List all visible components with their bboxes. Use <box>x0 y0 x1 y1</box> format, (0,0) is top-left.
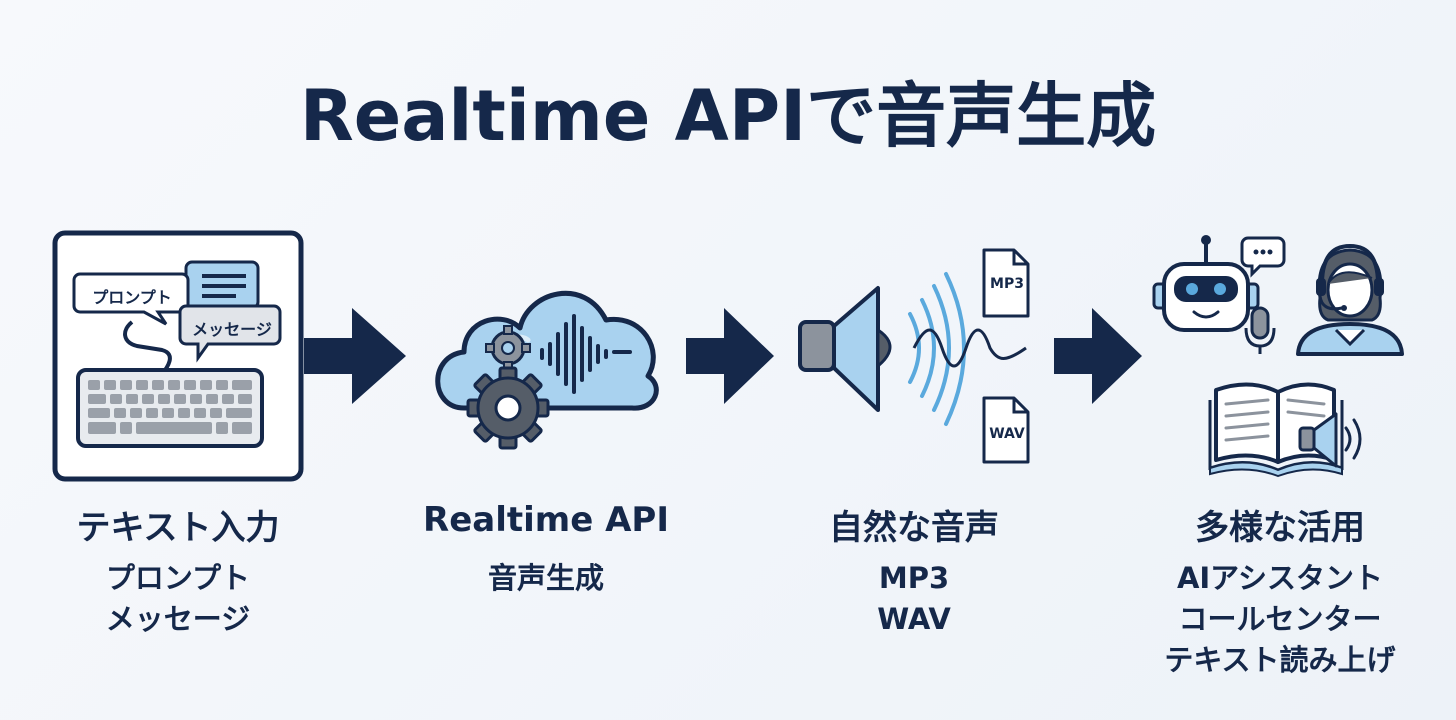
microphone-icon <box>1244 306 1276 354</box>
robot-icon <box>1152 235 1260 332</box>
step-1-line-2: メッセージ <box>105 602 251 636</box>
step-2-title: Realtime API <box>423 500 669 540</box>
step-3-line-1: MP3 <box>878 561 950 595</box>
bubble-prompt-text: プロンプト <box>92 288 172 307</box>
speaker-icon <box>1298 412 1362 468</box>
file-icon <box>982 248 1030 318</box>
use-cases-illustration <box>1152 235 1404 478</box>
step-1-line-1: プロンプト <box>105 561 251 595</box>
step-4-title: 多様な活用 <box>1195 508 1365 548</box>
waveform-icon <box>540 314 632 394</box>
text-input-illustration <box>52 230 304 482</box>
page-title: Realtime APIで音声生成 <box>299 75 1157 157</box>
step-3-line-2: WAV <box>877 602 951 636</box>
chat-bubble-icon <box>1240 236 1286 278</box>
step-4-line-1: AIアシスタント <box>1176 561 1384 595</box>
file-label-wav: WAV <box>989 426 1025 442</box>
cloud-api-illustration <box>435 290 659 450</box>
keyboard-icon <box>76 368 264 448</box>
gear-icon <box>466 366 550 450</box>
gear-icon <box>485 325 531 371</box>
step-3-title: 自然な音声 <box>829 508 999 548</box>
step-1-title: テキスト入力 <box>76 508 280 548</box>
file-icon <box>982 396 1030 464</box>
headset-operator-icon <box>1296 243 1404 356</box>
flow-arrow-2 <box>686 308 774 404</box>
step-4-line-3: テキスト読み上げ <box>1164 643 1396 677</box>
file-label-mp3: MP3 <box>990 276 1024 292</box>
step-4-line-2: コールセンター <box>1178 602 1382 636</box>
bubble-message-text: メッセージ <box>192 320 272 339</box>
speaker-icon <box>798 286 892 412</box>
flow-arrow-1 <box>304 308 406 404</box>
voice-output-illustration <box>798 248 1030 464</box>
step-2-line-1: 音声生成 <box>487 561 604 595</box>
flow-arrow-3 <box>1054 308 1142 404</box>
